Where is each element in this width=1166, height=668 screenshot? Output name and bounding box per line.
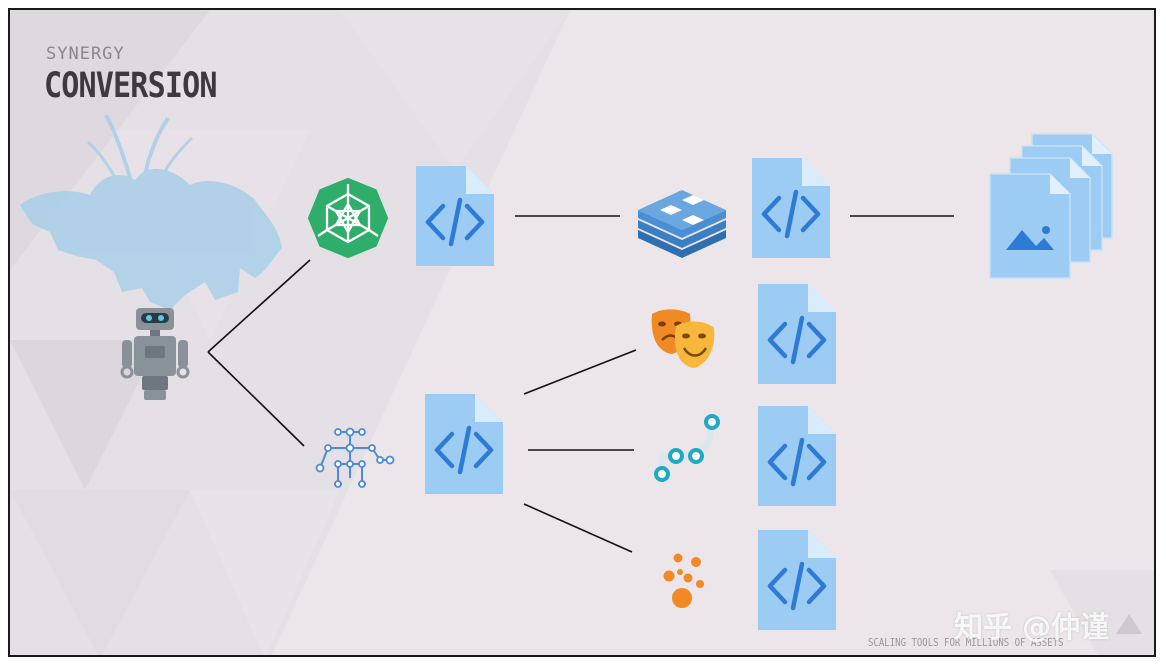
skeleton-rig-icon xyxy=(315,427,395,488)
watermark: 知乎 @仲谨 xyxy=(954,610,1110,644)
robot-icon xyxy=(120,308,190,400)
code-file-icon xyxy=(758,406,836,506)
theater-masks-icon xyxy=(651,309,715,368)
code-file-icon xyxy=(758,530,836,630)
slide-subtitle: SYNERGY xyxy=(46,44,125,64)
code-file-icon xyxy=(758,284,836,384)
corner-triangle xyxy=(1116,614,1142,634)
image-stack-icon xyxy=(989,133,1113,279)
slide-footer: SCALING TOOLS FOR MILLIONS OF ASSETS xyxy=(868,636,1064,649)
layered-stack-icon xyxy=(638,190,726,258)
code-file-icon xyxy=(425,394,503,494)
code-file-icon xyxy=(752,158,830,258)
animation-path-icon xyxy=(654,414,720,482)
slide: SYNERGY CONVERSION xyxy=(8,8,1156,657)
geodesic-mesh-icon xyxy=(308,178,388,258)
diagram xyxy=(20,114,1142,634)
connector-lines xyxy=(207,215,954,553)
code-file-icon xyxy=(416,166,494,266)
creature-silhouette xyxy=(20,114,282,310)
slide-title: CONVERSION xyxy=(44,66,217,106)
particles-icon xyxy=(663,553,704,608)
